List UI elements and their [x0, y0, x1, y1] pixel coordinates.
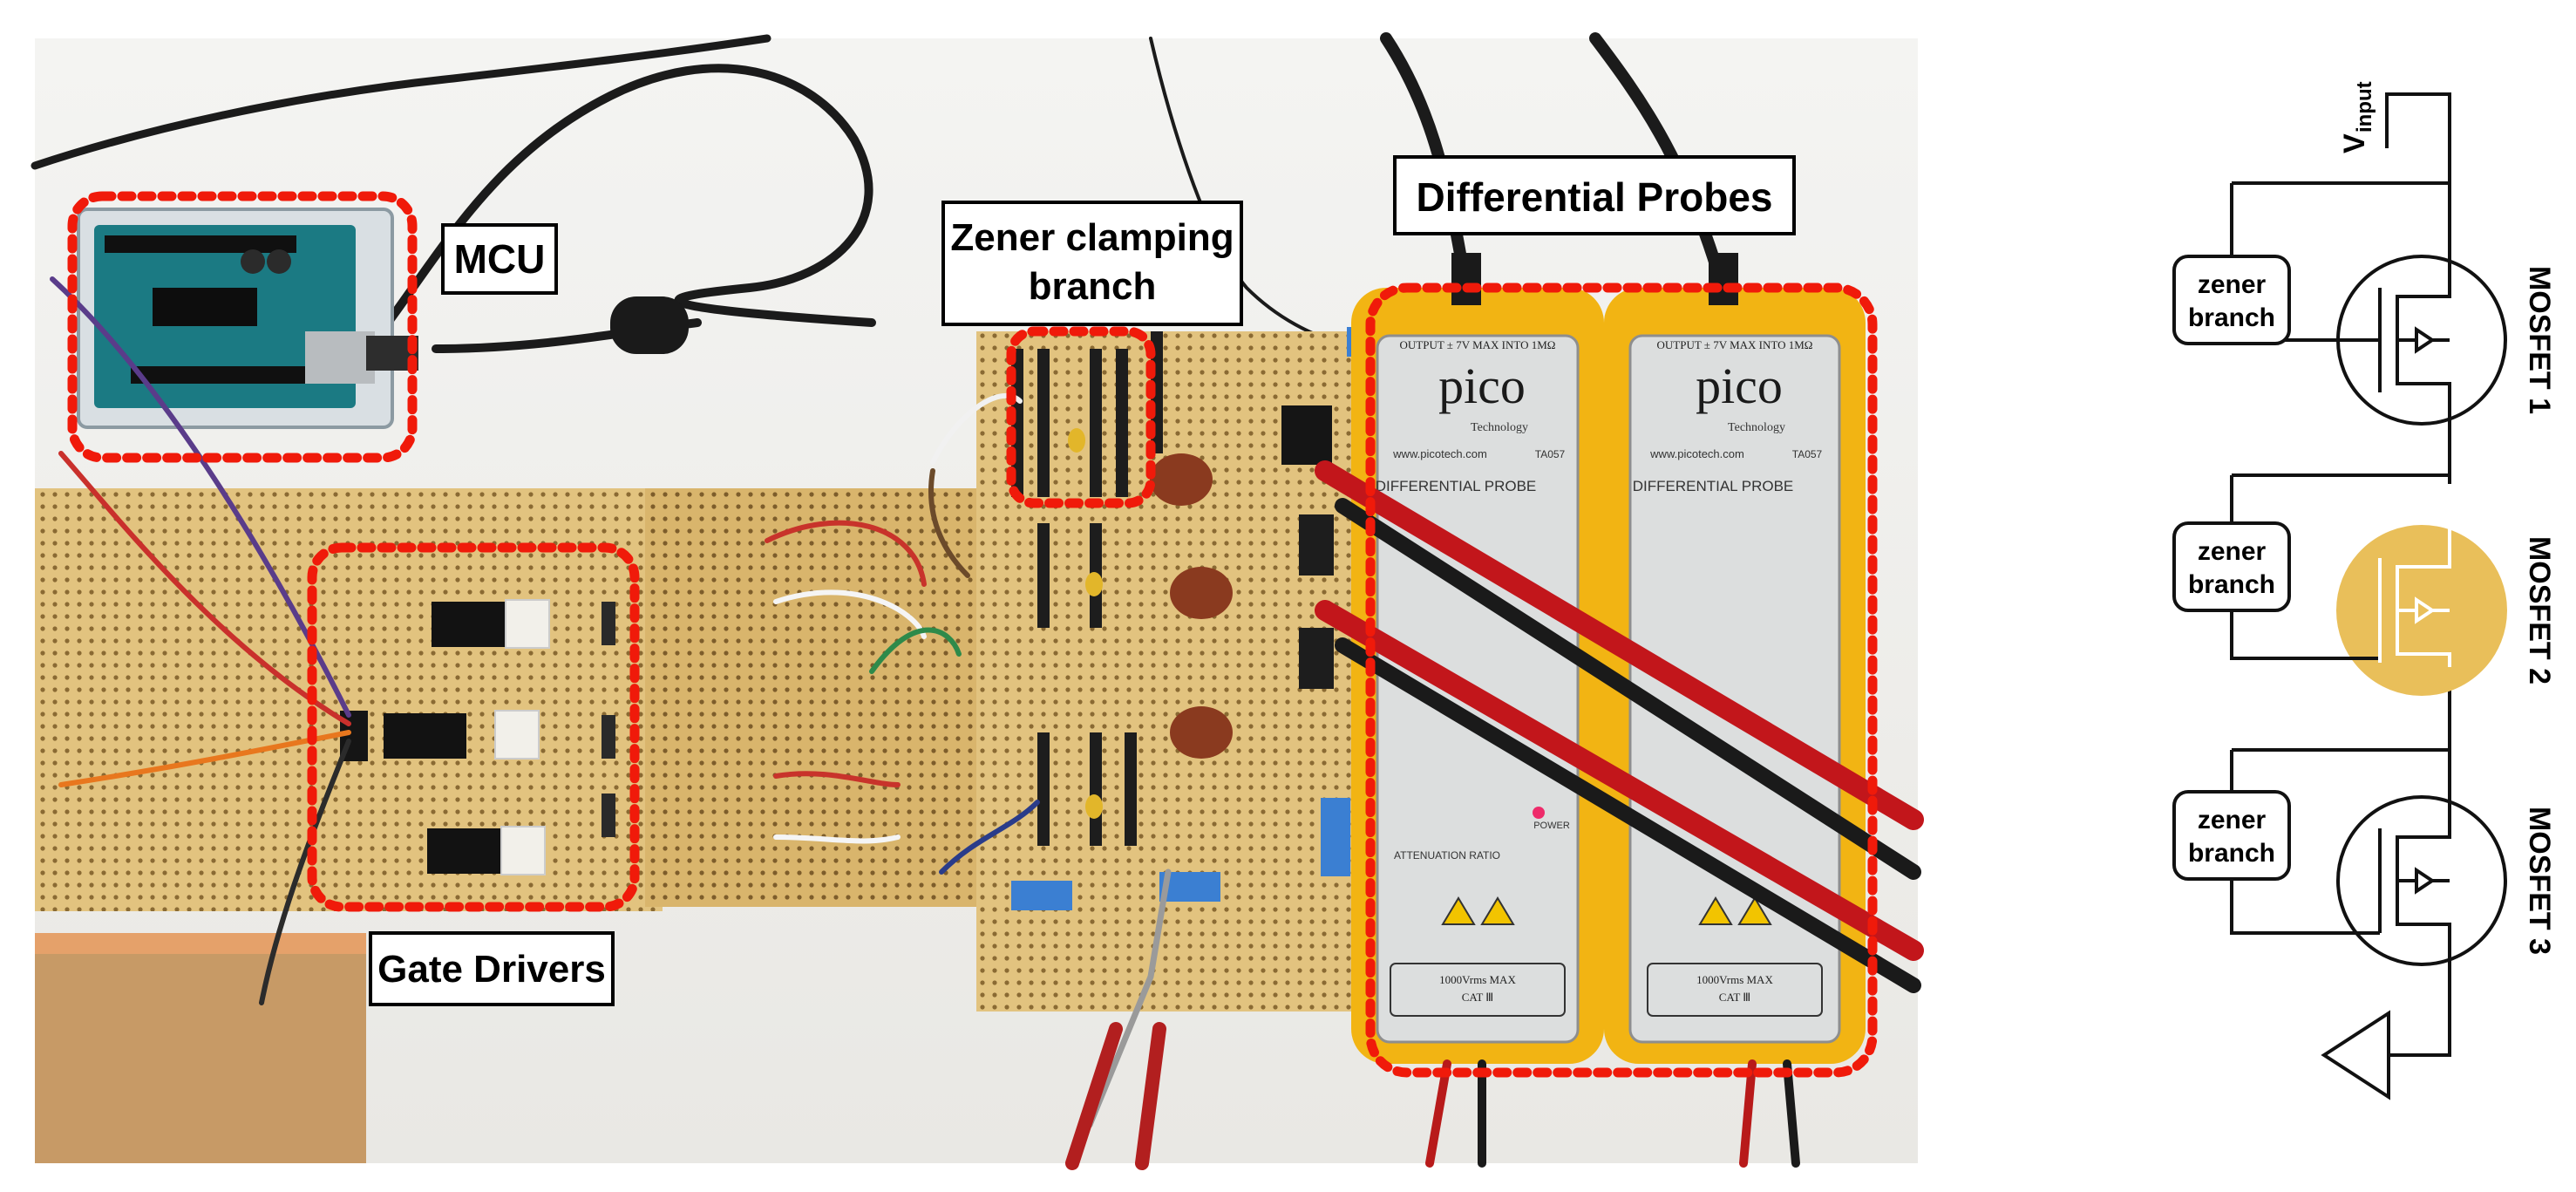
gate-drivers-highlight-box [307, 542, 640, 912]
probe-1-cat: CAT Ⅲ [1462, 991, 1494, 1004]
zener-branch-box-3: zener branch [2172, 790, 2291, 881]
probe-cables-top [1451, 253, 1738, 305]
probe-2-warning-icon [1698, 896, 1772, 925]
zener-branch-3-line1: zener [2198, 806, 2267, 834]
probe-2-url: www.picotech.com [1649, 447, 1744, 460]
probe-1-model: TA057 [1535, 448, 1566, 460]
zener-branch-1-line1: zener [2198, 270, 2267, 299]
probe-1-url: www.picotech.com [1392, 447, 1487, 460]
mosfet-3-label: MOSFET 3 [2523, 807, 2556, 955]
zener-branch-box-2: zener branch [2172, 521, 2291, 612]
mosfet-2-arrow [2415, 596, 2436, 624]
mosfet-2 [2230, 473, 2507, 696]
mcu-highlight-box [67, 191, 418, 463]
probe-2-top-spec: OUTPUT ± 7V MAX INTO 1MΩ [1657, 338, 1813, 351]
mosfet-3-body [2336, 795, 2507, 966]
ferrite-bead [610, 296, 689, 354]
label-gate-drivers: Gate Drivers [369, 931, 615, 1006]
highlight-boxes [67, 191, 1878, 1078]
probe-2-bottom-spec: 1000Vrms MAX [1696, 973, 1773, 986]
label-mcu: MCU [441, 223, 558, 295]
probe-1-attenuation: ATTENUATION RATIO [1394, 849, 1500, 862]
probe-1-power-led [1533, 807, 1545, 819]
probe-1-brand: pico [1438, 358, 1526, 414]
probe-2-brand: pico [1696, 358, 1783, 414]
vinput-main: V [2338, 133, 2371, 153]
vinput-sub: input [2353, 81, 2376, 133]
vinput-label: V input [2338, 81, 2376, 153]
zener-branch-2-line2: branch [2188, 570, 2275, 599]
probe-2-model: TA057 [1792, 448, 1823, 460]
zener-branch-box-1: zener branch [2172, 255, 2291, 345]
zener-branch-2-line1: zener [2198, 537, 2267, 566]
label-zener-line1: Zener clamping [950, 216, 1234, 259]
arduino-board [77, 208, 394, 429]
probe-1-power: POWER [1533, 821, 1570, 831]
label-zener-line2: branch [1029, 265, 1157, 308]
zener-branch-1-line2: branch [2188, 303, 2275, 332]
probe-2-title: DIFFERENTIAL PROBE [1633, 478, 1794, 494]
mosfet-1-label: MOSFET 1 [2523, 266, 2556, 414]
mosfet-3-arrow [2415, 867, 2436, 895]
mosfet-2-label: MOSFET 2 [2523, 536, 2556, 685]
label-zener-clamping-branch: Zener clamping branch [941, 201, 1243, 326]
label-gate-drivers-text: Gate Drivers [377, 948, 606, 991]
label-differential-probes-text: Differential Probes [1417, 174, 1773, 220]
probe-1-sub: Technology [1471, 421, 1528, 434]
probe-1-top-spec: OUTPUT ± 7V MAX INTO 1MΩ [1400, 338, 1556, 351]
zener-highlight-box [1006, 326, 1156, 508]
gate-driver-perfboard [35, 488, 1011, 911]
mosfet-1-arrow [2415, 326, 2436, 354]
probe-2-cat: CAT Ⅲ [1719, 991, 1751, 1004]
pliers [1065, 868, 1172, 1170]
probe-2-sub: Technology [1728, 421, 1785, 434]
ground-icon [2321, 1010, 2390, 1100]
vinput-supply-symbol [2385, 92, 2451, 148]
zener-branch-3-line2: branch [2188, 839, 2275, 868]
probe-1-warning-icon [1441, 896, 1515, 925]
label-mcu-text: MCU [454, 236, 546, 282]
label-differential-probes: Differential Probes [1393, 155, 1796, 235]
probes-highlight-box [1365, 283, 1878, 1078]
probe-1-bottom-spec: 1000Vrms MAX [1439, 973, 1516, 986]
probe-1-title: DIFFERENTIAL PROBE [1376, 478, 1537, 494]
probe-leads [1315, 460, 1924, 1168]
cardboard [35, 933, 366, 1163]
